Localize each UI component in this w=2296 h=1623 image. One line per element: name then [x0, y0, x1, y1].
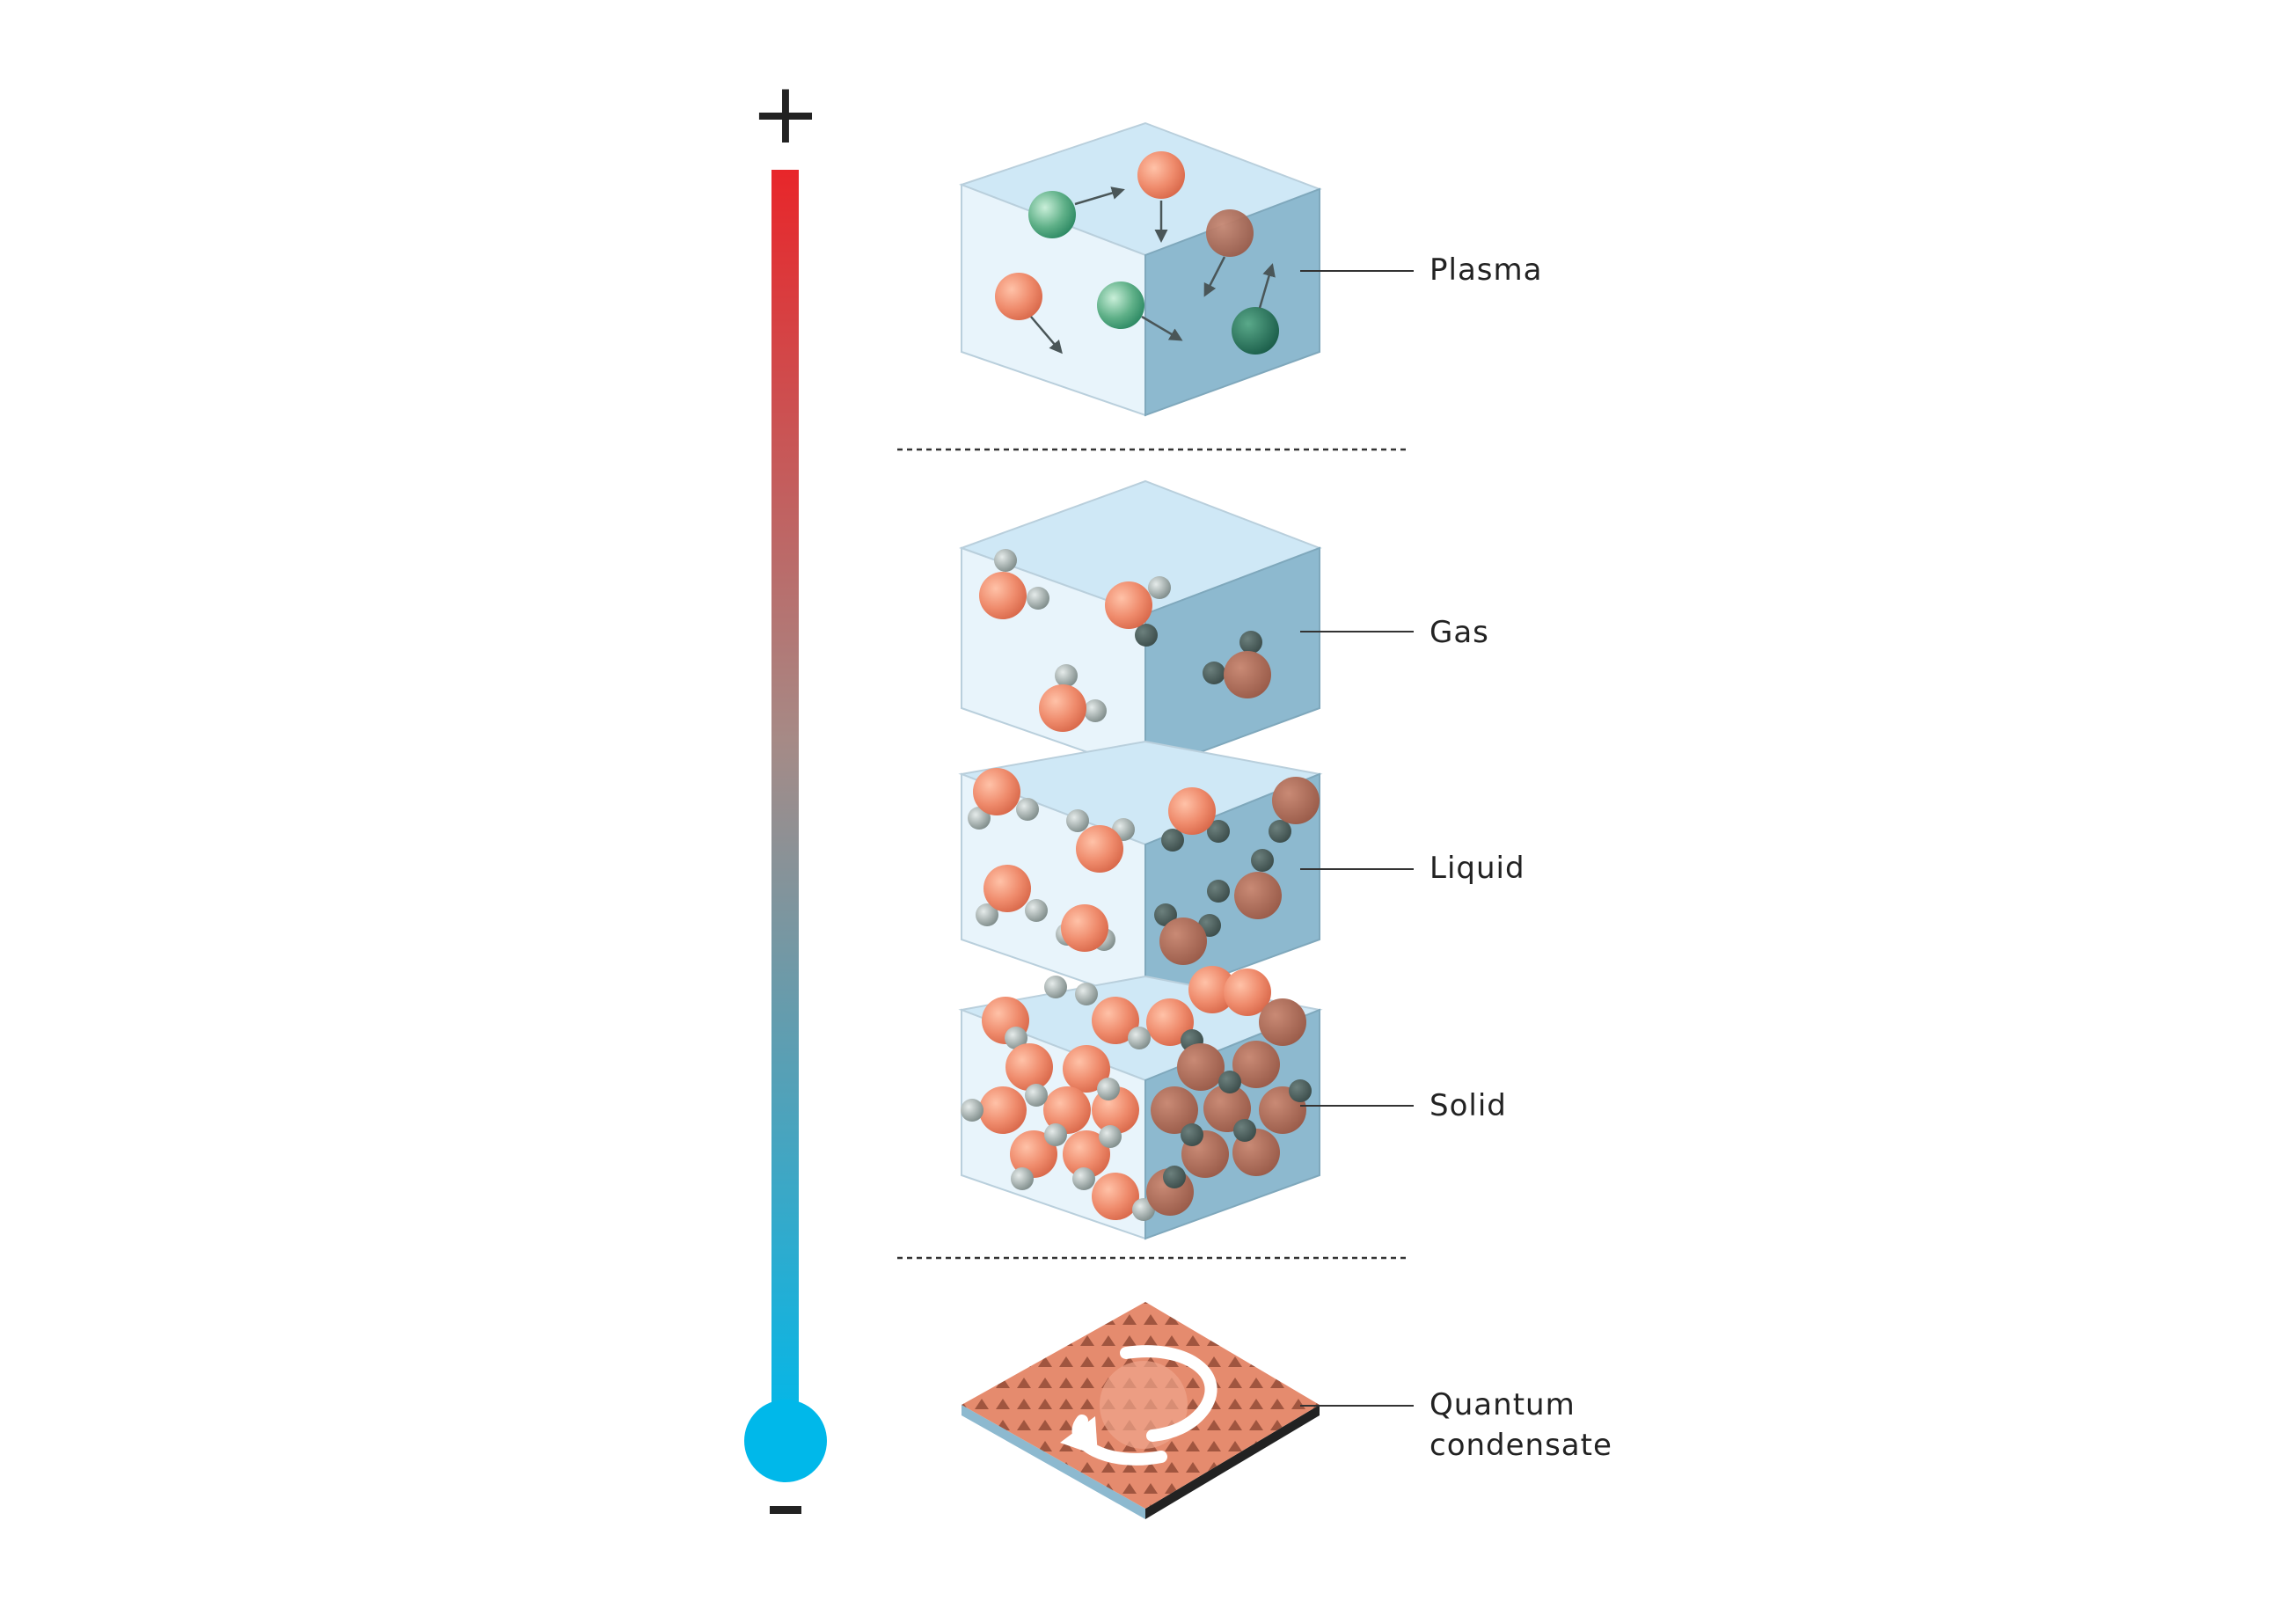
thermometer-plus-sign: +	[750, 64, 821, 163]
quantum-label-line-1: Quantum	[1430, 1387, 1576, 1422]
solid-lattice	[961, 966, 1312, 1221]
gas-molecules	[979, 549, 1271, 732]
plasma-label: Plasma	[1430, 252, 1542, 288]
plasma-particles	[995, 151, 1279, 355]
rotation-arrowhead	[1060, 1416, 1098, 1456]
thermometer-tube	[771, 170, 799, 1437]
quantum-label-line-2: condensate	[1430, 1428, 1612, 1463]
gas-label: Gas	[1430, 615, 1489, 650]
liquid-cube	[958, 740, 1323, 1005]
plasma-cube	[959, 121, 1322, 417]
quantum-condensate-label: Quantum condensate	[1430, 1387, 1612, 1463]
thermometer-bulb	[744, 1400, 827, 1482]
gas-cube	[959, 479, 1322, 774]
thermometer: +	[744, 64, 827, 1514]
solid-cube	[958, 966, 1323, 1240]
liquid-label: Liquid	[1430, 851, 1525, 886]
quantum-condensate-slab	[962, 1302, 1320, 1519]
solid-label: Solid	[1430, 1088, 1507, 1123]
plasma-motion-arrows	[1030, 186, 1276, 355]
thermometer-minus-sign	[770, 1506, 801, 1514]
liquid-molecules	[968, 768, 1320, 965]
